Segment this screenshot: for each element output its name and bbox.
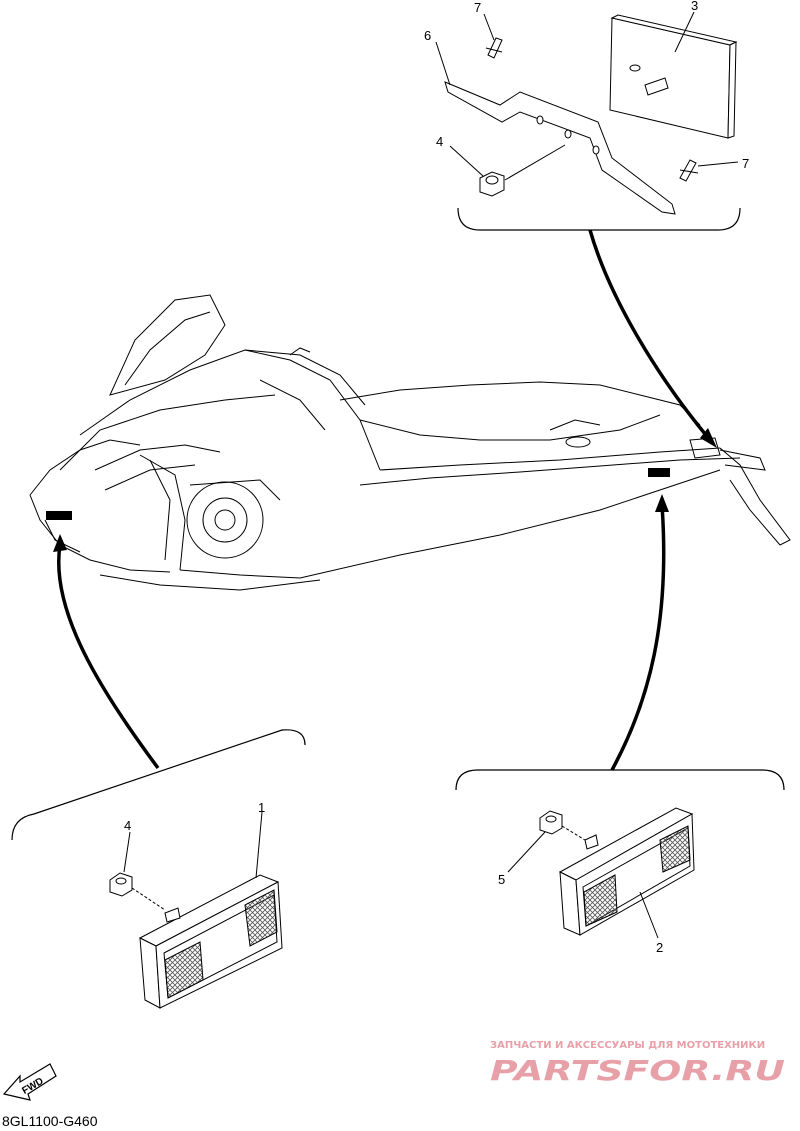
left-reflector-part [138, 874, 283, 1009]
leader-lines [57, 229, 712, 771]
license-plate-part [609, 14, 738, 139]
left-detail-frame [11, 729, 306, 841]
top-rivet-parts [485, 37, 699, 182]
watermark-tagline: ЗАПЧАСТИ И АКСЕССУАРЫ ДЛЯ МОТОТЕХНИКИ [490, 1040, 765, 1051]
diagram-code: 8GL1100-G460 [2, 1113, 98, 1129]
rear-reflector-marker [648, 468, 670, 477]
watermark: ЗАПЧАСТИ И АКСЕССУАРЫ ДЛЯ МОТОТЕХНИКИ PA… [490, 1040, 785, 1087]
detail-frames [11, 207, 785, 841]
mounting-bracket-part [444, 81, 676, 215]
top-nut-part [479, 171, 505, 197]
right-reflector-part [558, 807, 695, 936]
leader-arrowheads [53, 428, 717, 552]
front-reflector-marker [46, 511, 72, 520]
callout-7-upper: 7 [474, 0, 481, 15]
top-callout-lines [435, 11, 739, 181]
right-detail-frame [455, 769, 785, 791]
callout-1: 1 [258, 800, 265, 815]
callout-2: 2 [656, 940, 663, 955]
callout-3: 3 [691, 0, 698, 13]
fwd-arrow-icon: FWD [2, 1063, 57, 1101]
snowmobile-outline [29, 294, 791, 591]
left-nut-part [109, 872, 133, 897]
watermark-brand: PARTSFOR.RU [490, 1054, 785, 1087]
callout-4-left: 4 [124, 818, 131, 833]
callout-4-top: 4 [436, 134, 443, 149]
top-detail-frame [457, 207, 741, 231]
callout-6: 6 [424, 28, 431, 43]
right-callout-lines [507, 825, 659, 939]
callout-7-lower: 7 [742, 156, 749, 171]
callout-5: 5 [498, 872, 505, 887]
right-nut-part [539, 810, 563, 835]
left-callout-lines [123, 811, 263, 911]
